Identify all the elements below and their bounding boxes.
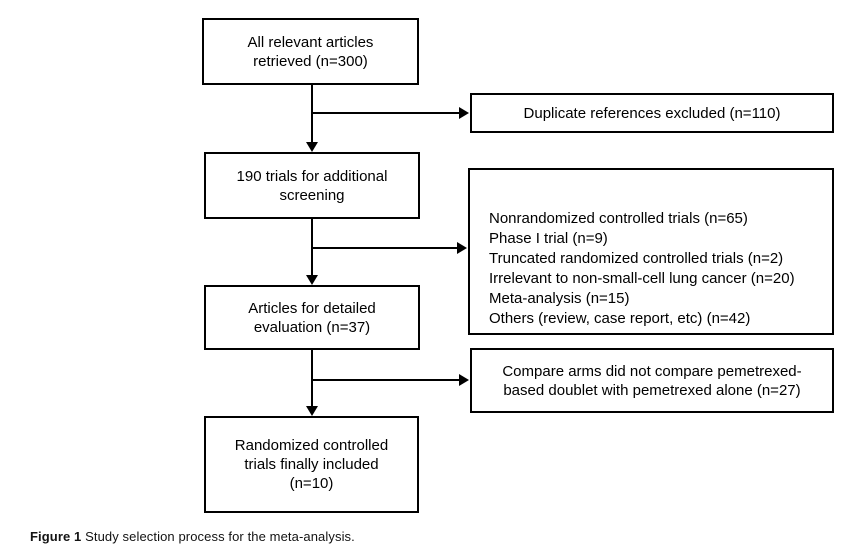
arrowhead-into-exclusions-icon bbox=[457, 242, 467, 254]
figure-caption-text: Study selection process for the meta-ana… bbox=[81, 529, 355, 544]
connector-retrieved-screening-line bbox=[311, 85, 313, 143]
arrowhead-into-comparator-icon bbox=[459, 374, 469, 386]
flow-box-comparator-excluded: Compare arms did not compare pemetrexed-… bbox=[470, 348, 834, 413]
figure-caption: Figure 1 Study selection process for the… bbox=[30, 529, 355, 544]
flow-box-included-text: Randomized controlled trials finally inc… bbox=[234, 437, 389, 492]
flow-box-comparator-text: Compare arms did not compare pemetrexed-… bbox=[502, 362, 802, 399]
connector-branch-duplicates-line bbox=[311, 112, 459, 114]
flow-box-evaluation-text: Articles for detailed evaluation (n=37) bbox=[248, 299, 376, 336]
flow-box-exclusions-text: Nonrandomized controlled trials (n=65) P… bbox=[489, 210, 795, 327]
connector-branch-exclusions-line bbox=[311, 247, 457, 249]
flow-box-included: Randomized controlled trials finally inc… bbox=[204, 416, 419, 513]
connector-branch-comparator-line bbox=[311, 379, 459, 381]
flow-box-screening-text: 190 trials for additional screening bbox=[236, 167, 388, 204]
flow-box-duplicates-excluded: Duplicate references excluded (n=110) bbox=[470, 93, 834, 133]
flow-box-retrieved: All relevant articles retrieved (n=300) bbox=[202, 18, 419, 85]
flow-box-screening-exclusions: Nonrandomized controlled trials (n=65) P… bbox=[468, 168, 834, 335]
flow-box-screening: 190 trials for additional screening bbox=[204, 152, 420, 219]
arrowhead-into-duplicates-icon bbox=[459, 107, 469, 119]
flow-box-retrieved-text: All relevant articles retrieved (n=300) bbox=[247, 33, 374, 70]
flow-box-duplicates-text: Duplicate references excluded (n=110) bbox=[523, 104, 781, 122]
flow-box-evaluation: Articles for detailed evaluation (n=37) bbox=[204, 285, 420, 350]
arrowhead-into-evaluation-icon bbox=[306, 275, 318, 285]
connector-evaluation-included-line bbox=[311, 350, 313, 407]
figure-caption-label: Figure 1 bbox=[30, 529, 82, 544]
arrowhead-into-included-icon bbox=[306, 406, 318, 416]
arrowhead-into-screening-icon bbox=[306, 142, 318, 152]
